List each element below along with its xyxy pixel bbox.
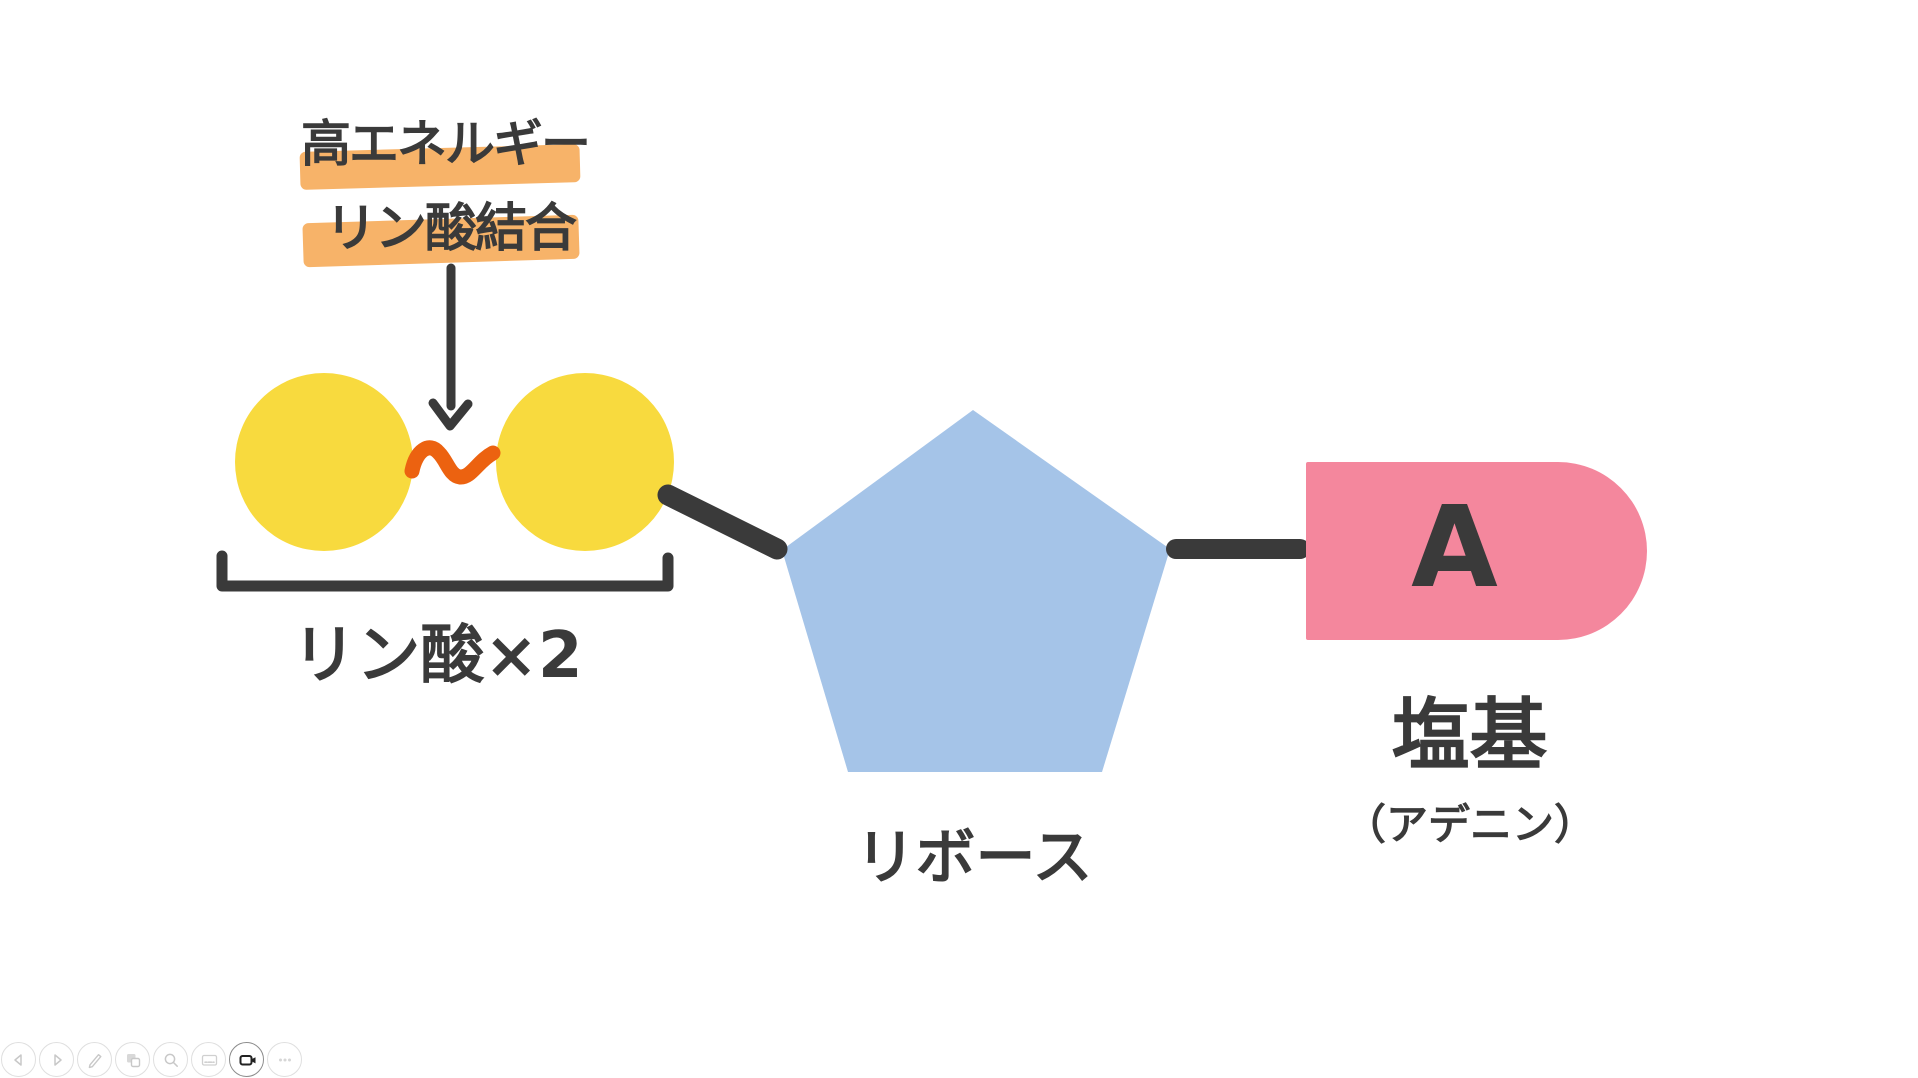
- presentation-toolbar: [1, 1042, 302, 1077]
- camera-button[interactable]: [229, 1042, 264, 1077]
- ribose-label: リボース: [855, 823, 1093, 893]
- pen-tool-button[interactable]: [77, 1042, 112, 1077]
- phosphate-bracket: [216, 550, 674, 592]
- arrow-head-icon: [428, 398, 473, 431]
- phosphate-circle-1: [235, 373, 413, 551]
- adenine-base-shape: A: [1306, 462, 1647, 640]
- ellipsis-icon: [278, 1058, 291, 1061]
- high-energy-bond-squiggle: [404, 440, 501, 485]
- base-letter: A: [1411, 483, 1498, 613]
- phosphate-label: リン酸×2: [292, 619, 583, 693]
- slide-navigator-button[interactable]: [115, 1042, 150, 1077]
- next-slide-button[interactable]: [39, 1042, 74, 1077]
- keyboard-button[interactable]: [191, 1042, 226, 1077]
- slides-icon: [126, 1053, 140, 1067]
- base-label: 塩基: [1391, 691, 1548, 781]
- annotation-line2: リン酸結合: [324, 199, 577, 259]
- more-options-button[interactable]: [267, 1042, 302, 1077]
- phosphate-circle-2: [496, 373, 674, 551]
- chevron-right-icon: [53, 1053, 62, 1066]
- annotation-line1: 高エネルギー: [301, 115, 591, 173]
- connector-phosphate-ribose: [657, 484, 788, 560]
- ribose-pentagon: [782, 410, 1170, 772]
- magnifier-icon: [164, 1053, 178, 1067]
- pen-icon: [88, 1053, 101, 1068]
- keyboard-icon: [201, 1054, 217, 1066]
- zoom-tool-button[interactable]: [153, 1042, 188, 1077]
- chevron-left-icon: [13, 1053, 22, 1066]
- previous-slide-button[interactable]: [1, 1042, 36, 1077]
- base-sublabel: （アデニン）: [1343, 800, 1596, 849]
- video-camera-icon: [239, 1054, 255, 1065]
